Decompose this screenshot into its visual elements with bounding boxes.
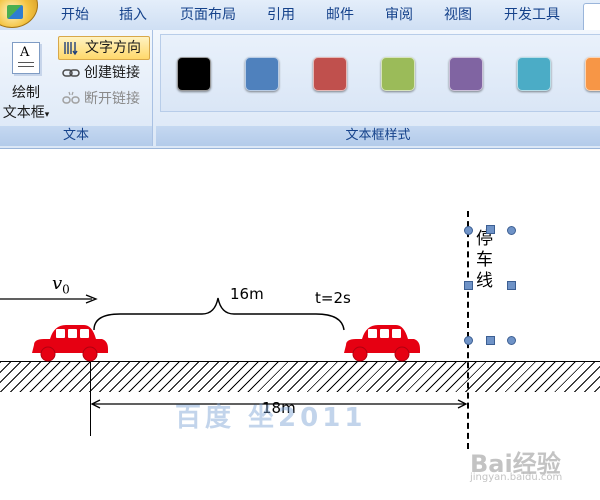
text-group-label: 文本: [0, 126, 152, 146]
textbox-icon-letter: A: [20, 45, 30, 60]
baidu-watermark: Bai经验 jingyan.baidu.com: [470, 444, 562, 483]
selection-handle-tm[interactable]: [486, 225, 495, 234]
tab-active-format[interactable]: [583, 3, 600, 31]
office-logo-icon: [7, 5, 23, 19]
distance-arrow-bottom: [90, 399, 468, 409]
velocity-arrow: [0, 294, 98, 304]
style-swatch-green[interactable]: [381, 57, 415, 91]
draw-textbox-label-2: 文本框▾: [0, 102, 52, 122]
text-direction-icon: [64, 42, 78, 56]
watermark-text: 百度 坐2011: [175, 403, 367, 433]
distance-brace: [93, 297, 345, 331]
start-marker-line: [90, 362, 91, 436]
break-link-label: 断开链接: [84, 91, 140, 107]
distance-label-top: 16m: [230, 285, 264, 303]
selection-handle-bm[interactable]: [486, 336, 495, 345]
dropdown-arrow-icon[interactable]: ▾: [44, 110, 50, 120]
car-right: [344, 325, 420, 362]
selection-handle-mr[interactable]: [507, 281, 516, 290]
style-swatch-aqua[interactable]: [517, 57, 551, 91]
tab-mailings[interactable]: 邮件: [326, 7, 354, 23]
tab-home[interactable]: 开始: [61, 7, 89, 23]
selection-handle-tr[interactable]: [507, 226, 516, 235]
style-swatch-purple[interactable]: [449, 57, 483, 91]
baidu-watermark-logo: Bai经验: [470, 450, 561, 478]
style-swatch-black[interactable]: [177, 57, 211, 91]
baidu-watermark-url: jingyan.baidu.com: [470, 472, 563, 483]
office-button[interactable]: [0, 0, 38, 28]
textbox-style-gallery: [160, 34, 600, 112]
ribbon-panel: A 绘制 文本框▾ 文字方向 创建链接: [0, 30, 600, 149]
selection-handle-bl[interactable]: [464, 336, 473, 345]
tab-review[interactable]: 审阅: [385, 7, 413, 23]
break-link-button[interactable]: 断开链接: [58, 88, 148, 110]
style-swatch-red[interactable]: [313, 57, 347, 91]
car-left: [32, 325, 108, 362]
time-label: t=2s: [315, 289, 351, 307]
selection-handle-tl[interactable]: [464, 226, 473, 235]
link-icon: [62, 69, 80, 77]
create-link-label: 创建链接: [84, 65, 140, 81]
draw-textbox-label-text: 文本框: [2, 105, 45, 121]
ribbon-tab-bar: 开始 插入 页面布局 引用 邮件 审阅 视图 开发工具: [0, 0, 600, 31]
create-link-button[interactable]: 创建链接: [58, 62, 148, 84]
textbox-styles-label: 文本框样式: [156, 126, 600, 146]
velocity-subscript: 0: [62, 282, 70, 297]
text-direction-button[interactable]: 文字方向: [58, 36, 150, 60]
draw-textbox-button[interactable]: A 绘制 文本框▾: [0, 34, 52, 124]
tab-developer[interactable]: 开发工具: [504, 7, 560, 23]
textbox-styles-group: 文本框样式: [156, 30, 600, 146]
tab-view[interactable]: 视图: [444, 7, 472, 23]
tab-insert[interactable]: 插入: [119, 7, 147, 23]
text-direction-label: 文字方向: [85, 40, 141, 56]
break-link-icon: [62, 91, 80, 104]
textbox-icon: A: [12, 42, 40, 74]
velocity-symbol: v: [52, 273, 63, 294]
velocity-label: v0: [52, 273, 70, 297]
tab-references[interactable]: 引用: [267, 7, 295, 23]
style-swatch-blue[interactable]: [245, 57, 279, 91]
stop-line-dashed: [467, 211, 469, 449]
draw-textbox-label-1: 绘制: [12, 85, 40, 101]
stop-line-label[interactable]: 停车线: [476, 229, 493, 291]
ground-hatching: [0, 362, 600, 392]
distance-label-bottom: 18m: [262, 399, 296, 417]
document-canvas: v0 16m t=2s 18m 停车线 百度 坐2011 Bai经验: [0, 149, 600, 500]
style-swatch-orange[interactable]: [585, 57, 600, 91]
selection-handle-ml[interactable]: [464, 281, 473, 290]
selection-handle-br[interactable]: [507, 336, 516, 345]
tab-page-layout[interactable]: 页面布局: [180, 7, 236, 23]
text-group: A 绘制 文本框▾ 文字方向 创建链接: [0, 30, 153, 146]
